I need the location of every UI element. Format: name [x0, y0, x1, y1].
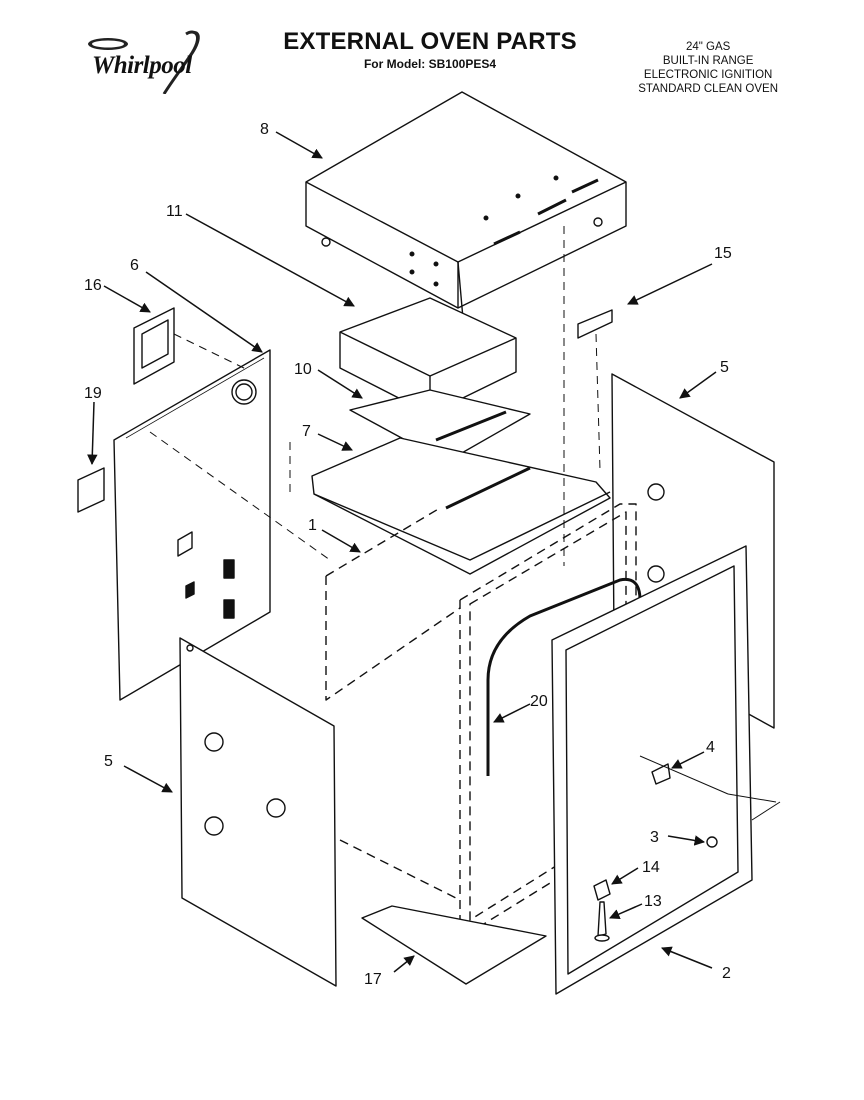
- part-3-screw: [706, 836, 718, 848]
- part-6-left-side-panel: [113, 349, 271, 701]
- arrow-20: [493, 703, 531, 723]
- spec-line: 24" GAS: [685, 41, 731, 53]
- part-14-bracket: [593, 879, 611, 901]
- assembly-lines: [149, 226, 601, 566]
- arrow-5b: [123, 765, 173, 793]
- brand-name: Whirlpool: [92, 52, 192, 79]
- page-title: EXTERNAL OVEN PARTS: [283, 28, 577, 55]
- callout-13: 13: [644, 893, 662, 910]
- part-13-bolt: [594, 901, 610, 942]
- callout-2: 2: [722, 965, 731, 982]
- arrow-17: [393, 955, 415, 973]
- arrow-16: [103, 285, 151, 313]
- callout-5-right: 5: [720, 359, 729, 376]
- arrow-14: [611, 867, 639, 885]
- callout-4: 4: [706, 739, 715, 756]
- callout-3: 3: [650, 829, 659, 846]
- arrow-13: [609, 903, 643, 920]
- callout-8: 8: [260, 121, 269, 138]
- spec-block: 24" GAS BUILT-IN RANGE ELECTRONIC IGNITI…: [638, 40, 778, 96]
- arrow-10: [317, 369, 363, 399]
- callout-17: 17: [364, 971, 382, 988]
- arrow-1: [321, 529, 361, 553]
- callout-15: 15: [714, 245, 732, 262]
- callout-10: 10: [294, 361, 312, 378]
- callout-16: 16: [84, 277, 102, 294]
- reference-lines: [639, 755, 781, 821]
- arrow-15: [627, 263, 713, 305]
- callout-6: 6: [130, 257, 139, 274]
- arrow-2: [661, 946, 713, 969]
- callout-19: 19: [84, 385, 102, 402]
- part-2-front-frame: [551, 545, 753, 995]
- arrow-7: [317, 433, 353, 451]
- part-17-bottom-tray: [361, 905, 547, 985]
- callout-5-front: 5: [104, 753, 113, 770]
- title-block: EXTERNAL OVEN PARTS For Model: SB100PES4: [250, 28, 610, 71]
- part-20-gasket: [486, 577, 642, 776]
- part-19-plate: [77, 467, 105, 513]
- callout-11: 11: [166, 203, 183, 220]
- part-11-insulation-block: [339, 297, 517, 415]
- callout-14: 14: [642, 859, 660, 876]
- part-15-clip: [577, 309, 613, 339]
- arrow-8: [275, 131, 323, 159]
- model-line: For Model: SB100PES4: [363, 57, 497, 71]
- part-4-hinge-clip: [651, 763, 671, 785]
- arrow-5a: [679, 371, 717, 399]
- part-16-bracket: [133, 307, 175, 385]
- arrow-19: [87, 401, 98, 466]
- arrow-11: [185, 213, 355, 307]
- part-7-bottom-panel: [311, 437, 611, 575]
- part-5-front-left-panel: [179, 637, 337, 987]
- part-8-top-wrapper: [305, 91, 627, 331]
- arrow-6: [145, 271, 263, 353]
- spec-line: STANDARD CLEAN OVEN: [638, 83, 778, 95]
- arrow-3: [667, 835, 706, 846]
- spec-line: BUILT-IN RANGE: [662, 55, 754, 67]
- callout-20: 20: [530, 693, 548, 710]
- callout-1: 1: [308, 517, 317, 534]
- callout-7: 7: [302, 423, 311, 440]
- whirlpool-logo: Whirlpool: [78, 24, 218, 95]
- logo-swoosh-icon: [88, 30, 200, 95]
- spec-line: ELECTRONIC IGNITION: [643, 69, 773, 81]
- arrow-4: [671, 751, 705, 769]
